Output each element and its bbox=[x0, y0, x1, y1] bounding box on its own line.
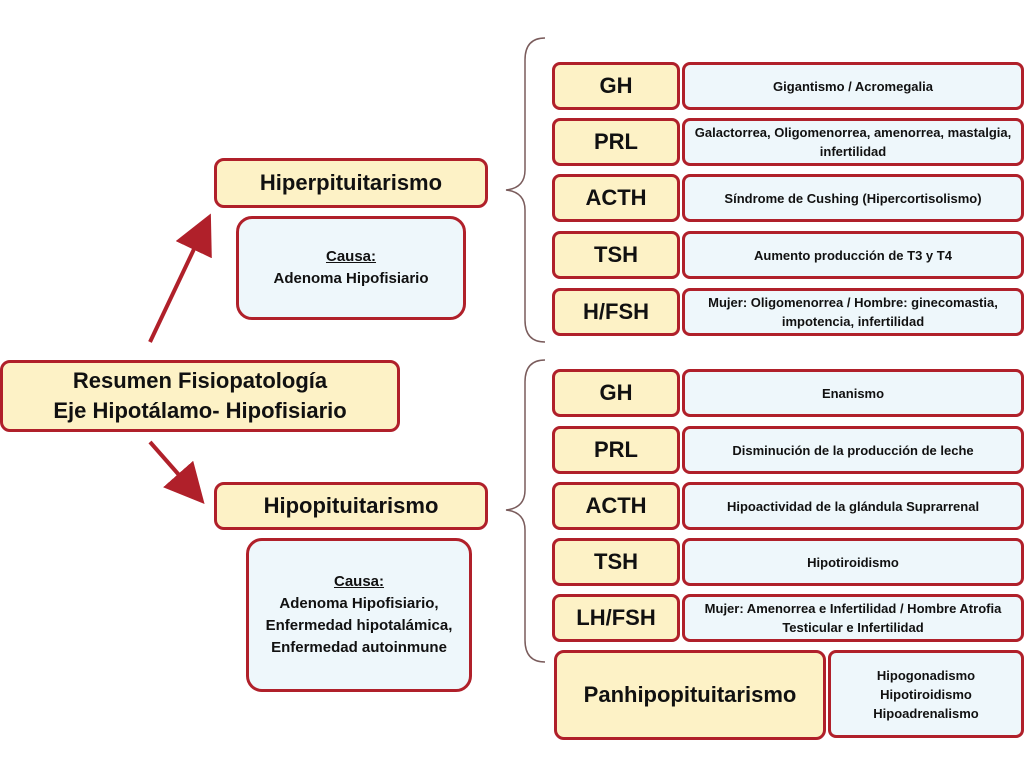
hypo-hormone-prl: PRL bbox=[552, 426, 680, 474]
hypo-effect-tsh: Hipotiroidismo bbox=[682, 538, 1024, 586]
effect-text: Aumento producción de T3 y T4 bbox=[754, 247, 952, 263]
hyper-title: Hiperpituitarismo bbox=[259, 170, 443, 195]
root-title-line2: Eje Hipotálamo- Hipofisiario bbox=[53, 398, 347, 423]
hyper-effect-tsh: Aumento producción de T3 y T4 bbox=[682, 231, 1024, 279]
hyper-title-box: Hiperpituitarismo bbox=[214, 158, 488, 208]
hypo-title: Hipopituitarismo bbox=[263, 493, 439, 518]
hormone-label: ACTH bbox=[585, 185, 647, 210]
hormone-label: GH bbox=[599, 380, 633, 405]
effect-text: Enanismo bbox=[821, 385, 885, 401]
hypo-effect-prl: Disminución de la producción de leche bbox=[682, 426, 1024, 474]
hyper-effect-gh: Gigantismo / Acromegalia bbox=[682, 62, 1024, 110]
hormone-label: LH/FSH bbox=[576, 605, 656, 630]
effect-text: Mujer: Amenorrea e Infertilidad / Hombre… bbox=[704, 601, 1002, 635]
hypo-hormone-gh: GH bbox=[552, 369, 680, 417]
panhipo-title: Panhipopituitarismo bbox=[583, 682, 797, 707]
hormone-label: TSH bbox=[594, 549, 638, 574]
hypo-effect-acth: Hipoactividad de la glándula Suprarrenal bbox=[682, 482, 1024, 530]
hypo-title-box: Hipopituitarismo bbox=[214, 482, 488, 530]
panhipo-effect: Hipoadrenalismo bbox=[873, 705, 979, 721]
root-title-line1: Resumen Fisiopatología bbox=[72, 368, 328, 393]
hyper-hormone-lh-fsh: H/FSH bbox=[552, 288, 680, 336]
panhipo-effect: Hipogonadismo bbox=[876, 667, 976, 683]
hyper-effect-lh-fsh: Mujer: Oligomenorrea / Hombre: ginecomas… bbox=[682, 288, 1024, 336]
hormone-label: PRL bbox=[594, 129, 638, 154]
hyper-cause-box: Causa: Adenoma Hipofisiario bbox=[236, 216, 466, 320]
hyper-cause-label: Causa: bbox=[325, 248, 377, 265]
hyper-hormone-gh: GH bbox=[552, 62, 680, 110]
brace-hypo bbox=[505, 359, 546, 663]
arrow-to-hypo bbox=[148, 440, 205, 505]
panhipo-effect: Hipotiroidismo bbox=[880, 686, 972, 702]
hyper-effect-acth: Síndrome de Cushing (Hipercortisolismo) bbox=[682, 174, 1024, 222]
hyper-cause-text: Adenoma Hipofisiario bbox=[273, 270, 429, 287]
hyper-hormone-tsh: TSH bbox=[552, 231, 680, 279]
hypo-effect-gh: Enanismo bbox=[682, 369, 1024, 417]
hypo-hormone-acth: ACTH bbox=[552, 482, 680, 530]
effect-text: Galactorrea, Oligomenorrea, amenorrea, m… bbox=[694, 125, 1012, 159]
root-title-box: Resumen Fisiopatología Eje Hipotálamo- H… bbox=[0, 360, 400, 432]
panhipo-title-box: Panhipopituitarismo bbox=[554, 650, 826, 740]
panhipo-effects-box: Hipogonadismo Hipotiroidismo Hipoadrenal… bbox=[828, 650, 1024, 738]
hormone-label: H/FSH bbox=[583, 299, 649, 324]
hyper-effect-prl: Galactorrea, Oligomenorrea, amenorrea, m… bbox=[682, 118, 1024, 166]
hypo-cause-text: Adenoma Hipofisiario, Enfermedad hipotal… bbox=[265, 595, 453, 656]
hyper-hormone-prl: PRL bbox=[552, 118, 680, 166]
hormone-label: PRL bbox=[594, 437, 638, 462]
hypo-hormone-lh-fsh: LH/FSH bbox=[552, 594, 680, 642]
arrow-to-hyper bbox=[148, 213, 212, 343]
hyper-hormone-acth: ACTH bbox=[552, 174, 680, 222]
hormone-label: TSH bbox=[594, 242, 638, 267]
hypo-cause-box: Causa: Adenoma Hipofisiario, Enfermedad … bbox=[246, 538, 472, 692]
hormone-label: ACTH bbox=[585, 493, 647, 518]
effect-text: Hipotiroidismo bbox=[807, 554, 899, 570]
brace-hyper bbox=[505, 37, 546, 343]
effect-text: Síndrome de Cushing (Hipercortisolismo) bbox=[724, 190, 982, 206]
effect-text: Disminución de la producción de leche bbox=[732, 442, 974, 458]
hormone-label: GH bbox=[599, 73, 633, 98]
hypo-cause-label: Causa: bbox=[333, 573, 385, 590]
effect-text: Gigantismo / Acromegalia bbox=[773, 78, 933, 94]
hypo-effect-lh-fsh: Mujer: Amenorrea e Infertilidad / Hombre… bbox=[682, 594, 1024, 642]
hypo-hormone-tsh: TSH bbox=[552, 538, 680, 586]
effect-text: Mujer: Oligomenorrea / Hombre: ginecomas… bbox=[708, 295, 998, 329]
effect-text: Hipoactividad de la glándula Suprarrenal bbox=[726, 498, 980, 514]
